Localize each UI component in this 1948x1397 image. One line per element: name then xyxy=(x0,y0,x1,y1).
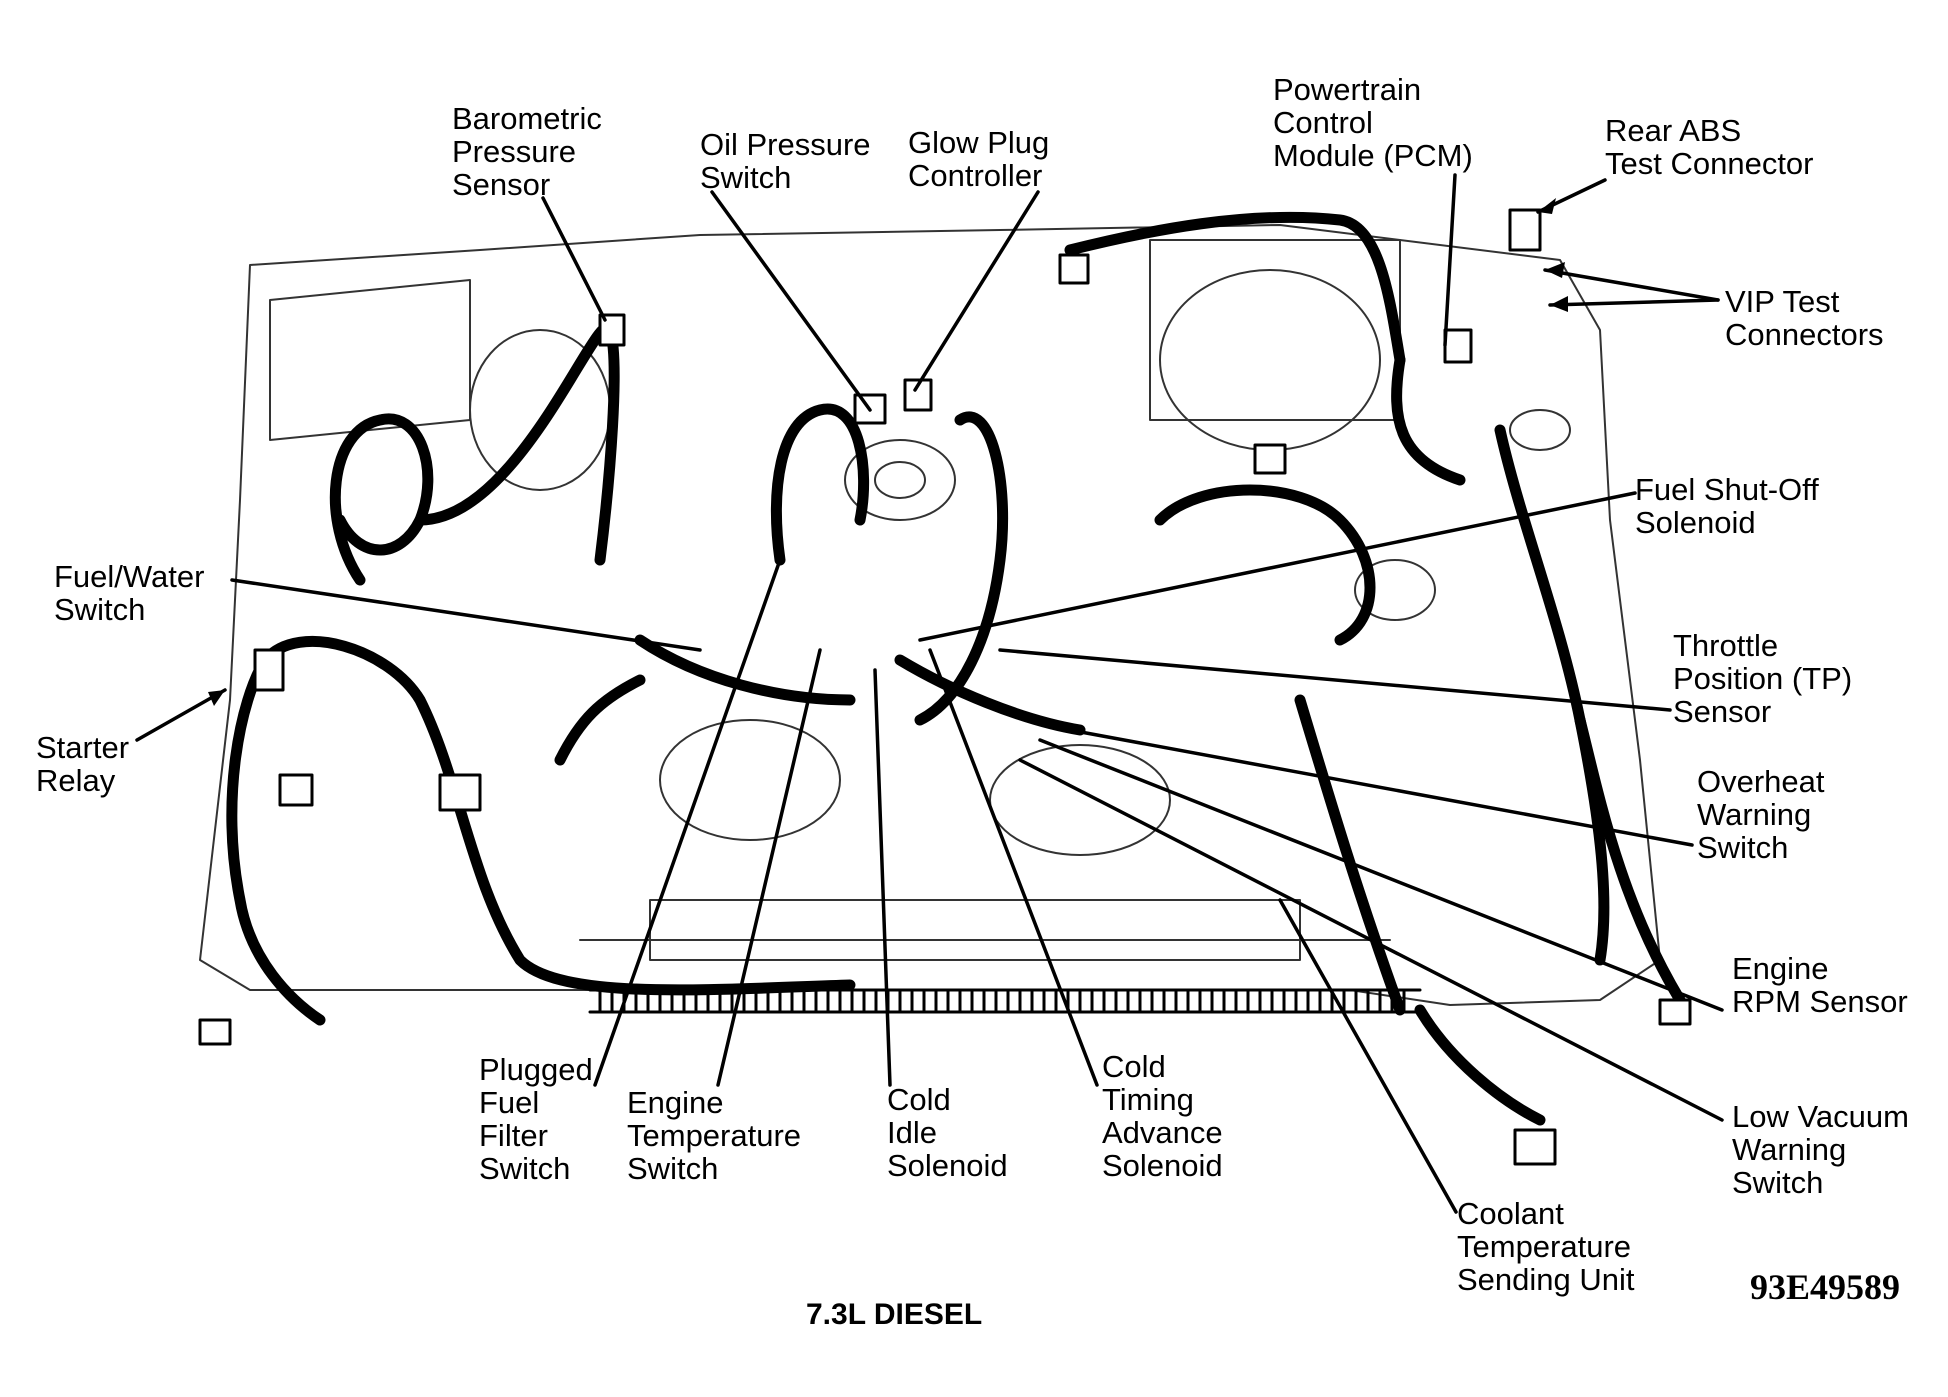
label-line: Switch xyxy=(627,1151,719,1186)
label-overheat-warning-switch: Overheat Warning Switch xyxy=(1697,765,1825,864)
label-line: Idle xyxy=(887,1115,937,1150)
label-line: Advance xyxy=(1102,1115,1223,1150)
label-line: Position (TP) xyxy=(1673,661,1853,696)
label-barometric-pressure-sensor: Barometric Pressure Sensor xyxy=(452,102,602,201)
leader-arrowheads xyxy=(208,198,1568,706)
label-line: Fuel/Water xyxy=(54,559,205,594)
label-starter-relay: Starter Relay xyxy=(36,731,129,797)
label-line: Solenoid xyxy=(887,1148,1008,1183)
label-throttle-position-sensor: Throttle Position (TP) Sensor xyxy=(1673,629,1852,728)
label-line: Cold xyxy=(887,1082,951,1117)
label-line: Solenoid xyxy=(1635,505,1756,540)
label-cold-idle-solenoid: Cold Idle Solenoid xyxy=(887,1083,1008,1182)
label-line: Low Vacuum xyxy=(1732,1099,1909,1134)
label-line: Warning xyxy=(1732,1132,1847,1167)
label-line: Sending Unit xyxy=(1457,1262,1635,1297)
label-pcm: Powertrain Control Module (PCM) xyxy=(1273,73,1473,172)
label-line: Temperature xyxy=(1457,1229,1632,1264)
label-line: Switch xyxy=(1697,830,1789,865)
wiring-harness xyxy=(226,211,1686,1126)
label-line: VIP Test xyxy=(1725,284,1840,319)
label-line: Timing xyxy=(1102,1082,1194,1117)
label-glow-plug-controller: Glow Plug Controller xyxy=(908,126,1049,192)
label-vip-test-connectors: VIP Test Connectors xyxy=(1725,285,1884,351)
label-line: Powertrain xyxy=(1273,72,1422,107)
label-line: Sensor xyxy=(452,167,551,202)
label-line: Filter xyxy=(479,1118,548,1153)
label-fuel-water-switch: Fuel/Water Switch xyxy=(54,560,204,626)
label-oil-pressure-switch: Oil Pressure Switch xyxy=(700,128,871,194)
label-line: Test Connector xyxy=(1605,146,1814,181)
label-rear-abs-test-connector: Rear ABS Test Connector xyxy=(1605,114,1814,180)
label-line: Engine xyxy=(627,1085,724,1120)
label-line: Switch xyxy=(54,592,146,627)
engine-bay-outline xyxy=(199,224,1661,1006)
label-line: Rear ABS xyxy=(1605,113,1742,148)
label-line: Plugged xyxy=(479,1052,593,1087)
label-line: Fuel Shut-Off xyxy=(1635,472,1819,507)
label-line: RPM Sensor xyxy=(1732,984,1908,1019)
label-line: Throttle xyxy=(1673,628,1779,663)
label-line: Solenoid xyxy=(1102,1148,1223,1183)
label-line: Warning xyxy=(1697,797,1812,832)
label-line: Fuel xyxy=(479,1085,540,1120)
label-engine-temperature-switch: Engine Temperature Switch xyxy=(627,1086,801,1185)
label-line: Relay xyxy=(36,763,116,798)
label-line: Barometric xyxy=(452,101,602,136)
label-line: Pressure xyxy=(452,134,577,169)
label-coolant-temperature-sending-unit: Coolant Temperature Sending Unit xyxy=(1457,1197,1635,1296)
figure-id: 93E49589 xyxy=(1750,1267,1901,1307)
label-line: Overheat xyxy=(1697,764,1825,799)
label-line: Sensor xyxy=(1673,694,1772,729)
label-line: Switch xyxy=(479,1151,571,1186)
diagram-caption: 7.3L DIESEL xyxy=(806,1298,983,1331)
label-low-vacuum-warning-switch: Low Vacuum Warning Switch xyxy=(1732,1100,1909,1199)
label-line: Starter xyxy=(36,730,130,765)
leader-lines xyxy=(135,173,1724,1214)
label-line: Temperature xyxy=(627,1118,802,1153)
label-cold-timing-advance-solenoid: Cold Timing Advance Solenoid xyxy=(1102,1050,1223,1182)
label-plugged-fuel-filter-switch: Plugged Fuel Filter Switch xyxy=(479,1053,593,1185)
label-line: Switch xyxy=(700,160,792,195)
label-line: Coolant xyxy=(1457,1196,1564,1231)
label-line: Module (PCM) xyxy=(1273,138,1473,173)
label-line: Connectors xyxy=(1725,317,1884,352)
label-engine-rpm-sensor: Engine RPM Sensor xyxy=(1732,952,1908,1018)
label-line: Control xyxy=(1273,105,1373,140)
label-line: Oil Pressure xyxy=(700,127,871,162)
label-line: Switch xyxy=(1732,1165,1824,1200)
label-line: Engine xyxy=(1732,951,1829,986)
label-line: Cold xyxy=(1102,1049,1166,1084)
label-fuel-shutoff-solenoid: Fuel Shut-Off Solenoid xyxy=(1635,473,1819,539)
label-line: Glow Plug xyxy=(908,125,1050,160)
label-line: Controller xyxy=(908,158,1043,193)
